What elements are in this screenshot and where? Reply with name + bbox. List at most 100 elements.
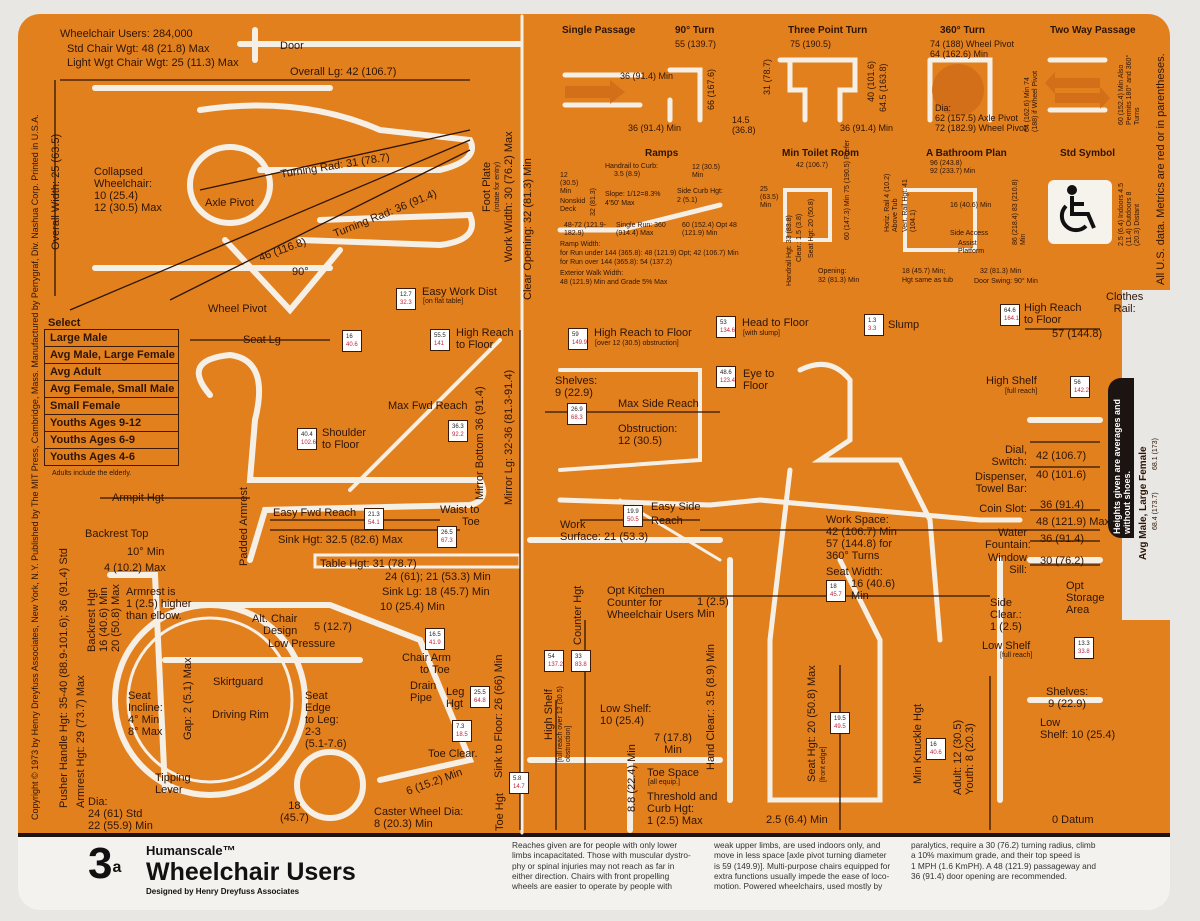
ninety-turn-dim: 66 (167.6) [706, 68, 716, 110]
bath-label: 18 (45.7) Min; [902, 268, 946, 275]
turn-360-dim: 62 (157.5) Axle Pivot [935, 113, 1019, 123]
mirror-length: Mirror Lg: 32-36 (81.3-91.4) [503, 369, 515, 505]
armpit-hgt: Armpit Hgt [112, 492, 164, 504]
tab-value: 68.4 (173.7) [1152, 492, 1159, 530]
top-view-wheel [187, 144, 273, 226]
ninety-turn-dim: 36 (91.4) Min [628, 123, 682, 133]
select-item[interactable]: Youths Ages 4-6 [50, 451, 135, 463]
select-item[interactable]: Youths Ages 9-12 [45, 415, 178, 432]
two-way-title: Two Way Passage [1050, 25, 1136, 36]
clothes-rail-value: 57 (144.8) [1052, 328, 1103, 340]
seat-hgt-sub: [front edge] [820, 746, 827, 782]
two-way-dim: 60 (152.4) Min Also Permits 180° and 360… [1118, 54, 1141, 125]
dial-switch-value: 42 (106.7) [1036, 450, 1087, 462]
turn-360-dim: 64 (162.6) Min 74 (188) if Wheel Pivot [1024, 70, 1039, 132]
select-list: Large Male Avg Male, Large Female Avg Ad… [44, 329, 179, 466]
caster-wheel [294, 749, 366, 821]
toilet-label: 42 (106.7) [796, 162, 828, 169]
turn-360-dim: 72 (182.9) Wheel Pivot [935, 123, 1027, 133]
ramp-note: Exterior Walk Width: [560, 270, 624, 277]
bath-label: 96 (243.8) [930, 160, 962, 167]
four-max: 4 (10.2) Max [104, 562, 166, 574]
toilet-label: 32 (81.3) Min [818, 277, 860, 284]
ramps-title: Ramps [645, 148, 679, 159]
ramp-note: Ramp Width: [560, 241, 601, 248]
datum: 0 Datum [1052, 814, 1094, 826]
low-shelf-full: Low Shelf [982, 640, 1031, 652]
select-item[interactable]: Avg Male, Large Female [45, 347, 178, 364]
size-tab[interactable] [1108, 378, 1134, 538]
table-height: Table Hgt: 31 (78.7) [320, 558, 417, 570]
ramp-label: Handrail to Curb: [605, 163, 658, 170]
wheel-pivot-label: Wheel Pivot [208, 303, 267, 315]
select-note: Adults include the elderly. [52, 470, 132, 477]
head-to-floor-sub: [with slump] [743, 330, 780, 337]
select-item[interactable]: Small Female [45, 398, 178, 415]
seat-length: Seat Lg [243, 334, 281, 346]
select-item[interactable]: Youths Ages 6-9 [45, 432, 178, 449]
caster-wheel-dia: Caster Wheel Dia:8 (20.3) Min [374, 806, 464, 830]
high-shelf-kitchen: High Shelf [543, 689, 555, 740]
ramp-label: 12 (30.5) Min [692, 164, 721, 179]
bath-label: Horiz. Rail 4 (10.2) Above Tub [884, 173, 899, 232]
ramp-label: 32 (81.3) [590, 187, 597, 216]
copyright: Copyright © 1973 by Henry Dreyfuss Assoc… [30, 114, 40, 820]
three-point-dim: 31 (78.7) [762, 58, 772, 95]
easy-fwd-reach: Easy Fwd Reach [273, 507, 357, 519]
foot-plate: Foot Plate [481, 161, 493, 212]
mirror-bottom: Mirror Bottom 36 (91.4) [474, 386, 486, 500]
ramp-label: Single Run: 360 (914.4) Max [616, 222, 666, 237]
clear-opening: Clear Opening: 32 (81.3) Min [522, 158, 534, 300]
driving-rim: Driving Rim [212, 709, 269, 721]
skirtguard: Skirtguard [213, 676, 264, 688]
metric-note: All U.S. data. Metrics are red or in par… [1155, 53, 1167, 285]
single-passage-dim: 36 (91.4) Min [620, 71, 674, 81]
select-item[interactable]: Large Male [45, 330, 178, 347]
designer: Designed by Henry Dreyfuss Associates [146, 887, 300, 896]
select-title: Select [48, 317, 81, 329]
tab-label[interactable]: Avg Male, Large Female [1138, 446, 1149, 560]
knee-clearance: 24 (61); 21 (53.3) Min [385, 571, 491, 583]
adult-youth: Adult: 12 (30.5)Youth: 8 (20.3) [952, 719, 976, 795]
high-shelf-sub: [full reach] [1005, 388, 1038, 395]
three-point-dim: 14.5 (36.8) [732, 115, 756, 135]
wheelchair-symbol-icon [1048, 180, 1112, 244]
ramp-note: for Run under 144 (365.8): 48 (121.9) Op… [560, 250, 739, 257]
low-pressure: Low Pressure [268, 638, 336, 650]
three-point-dim: 75 (190.5) [790, 39, 832, 49]
coin-slot-max: 48 (121.9) Max [1036, 516, 1110, 528]
gap-label: Gap: 2 (5.1) Max [182, 657, 194, 740]
one-min: 1 (2.5)Min [697, 596, 729, 620]
turn-360-dim: Dia: [935, 103, 952, 113]
bath-label: Vert. Rail Hgt: 41 (104.1) [902, 179, 917, 232]
toilet-label: Clear.: 1.5 (3.8) [796, 213, 803, 262]
select-item[interactable]: Avg Female, Small Male [45, 381, 178, 398]
footer-col-2: weak upper limbs, are used indoors only,… [714, 840, 891, 892]
toilet-title: Min Toilet Room [782, 148, 860, 159]
footer-col-1: Reaches given are for people with only l… [512, 840, 691, 892]
light-chair-weight: Light Wgt Chair Wgt: 25 (11.3) Max [67, 57, 239, 69]
three-point-title: Three Point Turn [788, 25, 868, 36]
single-passage-title: Single Passage [562, 25, 636, 36]
window-sill-value: 30 (76.2) [1040, 555, 1085, 567]
seat-width: Seat Width:16 (40.6)Min [826, 566, 896, 602]
select-item[interactable]: Avg Adult [45, 364, 178, 381]
symbol-dims: 2.5 (6.4) Indoors 4.5 (11.4) Outdoors 8 … [1118, 182, 1141, 246]
